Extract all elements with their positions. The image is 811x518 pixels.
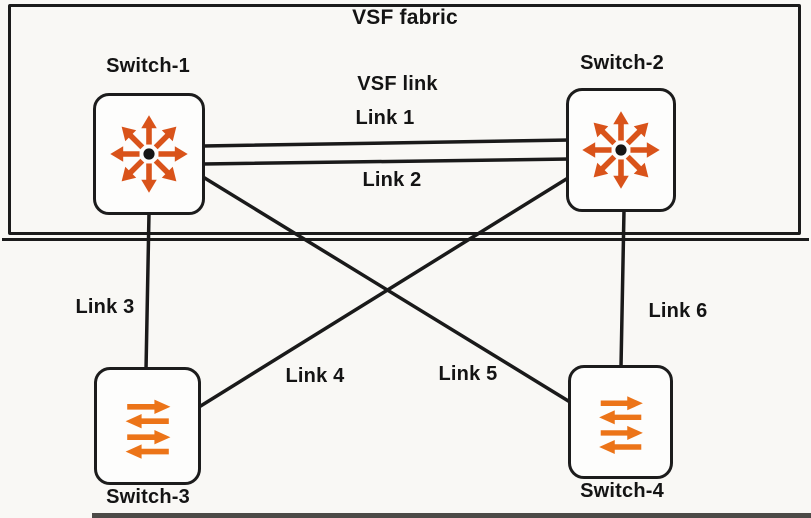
link-5-line — [201, 175, 572, 404]
link-6-line — [619, 208, 626, 369]
link-4-label: Link 4 — [285, 365, 345, 387]
switch-2-label: Switch-2 — [580, 52, 664, 74]
link-3-line — [144, 211, 151, 372]
link-2-line — [201, 157, 572, 166]
multidirectional-arrows-router-icon — [578, 105, 664, 195]
link-4-line — [197, 176, 570, 409]
switch-2-node — [566, 88, 676, 212]
horizontal-arrows-switch-icon — [108, 384, 188, 468]
link-2-label: Link 2 — [362, 169, 422, 191]
vsf-fabric-box — [8, 4, 801, 235]
photo-edge-artifact — [92, 513, 811, 518]
multidirectional-arrows-router-icon — [106, 109, 192, 199]
switch-1-label: Switch-1 — [106, 55, 190, 77]
switch-1-node — [93, 93, 205, 215]
switch-4-label: Switch-4 — [580, 480, 664, 502]
link-6-label: Link 6 — [648, 300, 708, 322]
horizontal-arrows-switch-icon — [582, 381, 660, 463]
link-5-label: Link 5 — [438, 363, 498, 385]
vsf-link-label: VSF link — [357, 73, 438, 95]
link-1-label: Link 1 — [355, 107, 415, 129]
switch-3-node — [94, 367, 201, 485]
switch-3-label: Switch-3 — [106, 486, 190, 508]
vsf-fabric-bottom-line — [2, 238, 809, 241]
vsf-fabric-label: VSF fabric — [352, 6, 458, 29]
switch-4-node — [568, 365, 673, 479]
link-3-label: Link 3 — [75, 296, 135, 318]
link-1-line — [201, 138, 572, 148]
